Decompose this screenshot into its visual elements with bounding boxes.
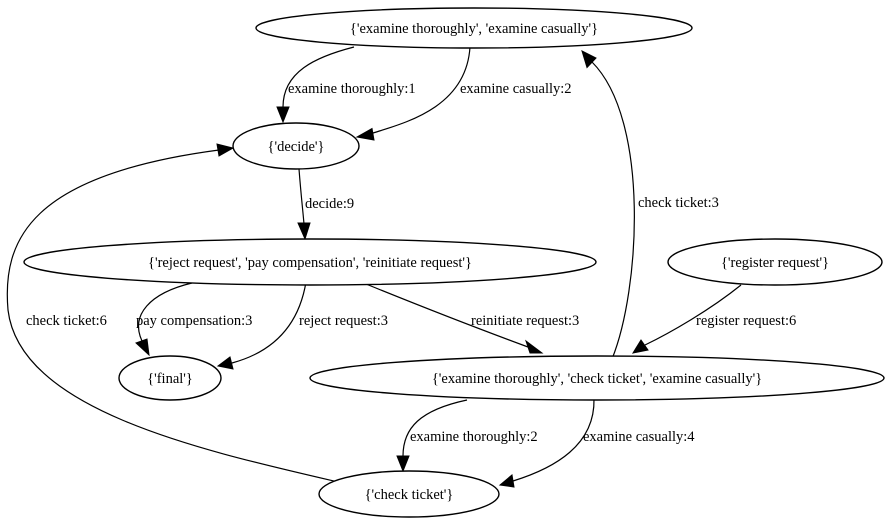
edge-check-ticket-6 — [6, 143, 339, 483]
edge-examine-casually-4 — [498, 398, 595, 488]
edge-examine-thoroughly-1 — [276, 46, 355, 124]
edge-label-examine-thoroughly-1: examine thoroughly:1 — [288, 81, 416, 97]
edge-examine-casually-2 — [355, 46, 471, 141]
node-examine-check-triple: {'examine thoroughly', 'check ticket', '… — [309, 355, 885, 401]
edge-check-ticket-3 — [581, 50, 635, 360]
edge-label-reject-request-3: reject request:3 — [299, 313, 388, 329]
node-reject-pay-reinit: {'reject request', 'pay compensation', '… — [23, 238, 597, 286]
edge-label-examine-casually-2: examine casually:2 — [460, 81, 572, 97]
edge-reject-request-3 — [216, 281, 307, 370]
edge-decide-9 — [297, 168, 311, 241]
node-decide: {'decide'} — [232, 122, 360, 170]
edge-label-register-request-6: register request:6 — [696, 313, 796, 329]
edge-label-decide-9: decide:9 — [305, 196, 354, 212]
node-label-register-request: {'register request'} — [721, 255, 829, 271]
edge-label-pay-compensation-3: pay compensation:3 — [136, 313, 252, 329]
node-final: {'final'} — [118, 355, 222, 401]
edge-label-check-ticket-6: check ticket:6 — [26, 313, 107, 329]
edge-reinitiate-request-3 — [365, 283, 544, 354]
edge-label-examine-casually-4: examine casually:4 — [583, 429, 695, 445]
node-register-request: {'register request'} — [667, 238, 883, 286]
node-label-reject-pay-reinit: {'reject request', 'pay compensation', '… — [148, 255, 472, 271]
edge-label-reinitiate-request-3: reinitiate request:3 — [471, 313, 579, 329]
edge-pay-compensation-3 — [135, 282, 193, 357]
edge-examine-thoroughly-2 — [396, 399, 468, 473]
edge-register-request-6 — [631, 284, 742, 354]
node-label-final: {'final'} — [147, 371, 193, 387]
node-label-examine-check-triple: {'examine thoroughly', 'check ticket', '… — [432, 371, 762, 387]
node-label-examine-pair: {'examine thoroughly', 'examine casually… — [350, 21, 598, 37]
edge-label-examine-thoroughly-2: examine thoroughly:2 — [410, 429, 538, 445]
node-label-decide: {'decide'} — [268, 139, 325, 155]
node-check-ticket: {'check ticket'} — [318, 470, 500, 518]
edge-label-check-ticket-3: check ticket:3 — [638, 195, 719, 211]
node-examine-pair: {'examine thoroughly', 'examine casually… — [255, 7, 693, 49]
node-label-check-ticket: {'check ticket'} — [365, 487, 454, 503]
